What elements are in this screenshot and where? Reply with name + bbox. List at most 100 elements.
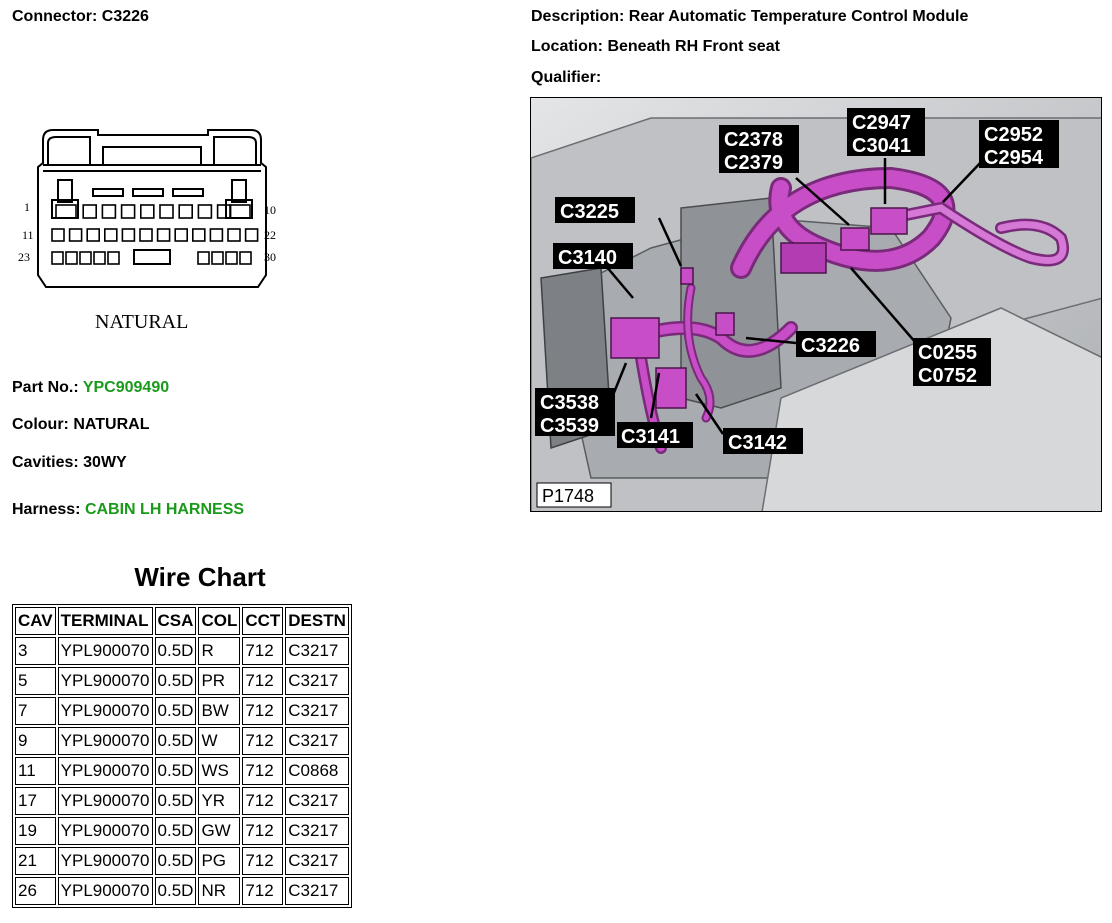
- table-cell-terminal: YPL900070: [57, 817, 153, 845]
- connector-label: Connector:: [12, 8, 98, 25]
- table-cell-destn: C3217: [285, 727, 349, 755]
- wiring-harness: [624, 166, 1069, 454]
- pin-label-23: 23: [18, 250, 30, 264]
- pin-label-1: 1: [24, 200, 30, 214]
- table-cell-col: BW: [198, 697, 241, 725]
- table-cell-cct: 712: [242, 637, 284, 665]
- table-cell-cct: 712: [242, 727, 284, 755]
- callout-c2379: C2379: [724, 152, 783, 174]
- location-field: Location: Beneath RH Front seat: [531, 38, 780, 56]
- table-cell-cav: 26: [15, 877, 56, 905]
- callout-c2954: C2954: [984, 147, 1044, 169]
- table-cell-cav: 21: [15, 847, 56, 875]
- table-cell-terminal: YPL900070: [57, 787, 153, 815]
- cavity: [93, 251, 106, 265]
- table-cell-col: YR: [198, 787, 241, 815]
- table-cell-terminal: YPL900070: [57, 877, 153, 905]
- table-cell-col: R: [198, 637, 241, 665]
- colour-field: Colour: NATURAL: [12, 416, 149, 434]
- pin-label-22: 22: [264, 228, 276, 242]
- table-cell-csa: 0.5D: [154, 667, 197, 695]
- wire-chart-title: Wire Chart: [134, 562, 266, 592]
- callout-c3140: C3140: [558, 247, 617, 269]
- table-cell-csa: 0.5D: [154, 817, 197, 845]
- cavity: [104, 228, 118, 242]
- table-cell-csa: 0.5D: [154, 787, 197, 815]
- table-cell-col: W: [198, 727, 241, 755]
- callout-c2952: C2952: [984, 124, 1043, 146]
- table-cell-csa: 0.5D: [154, 757, 197, 785]
- part-number-field: Part No.: YPC909490: [12, 379, 169, 397]
- cavity: [192, 228, 206, 242]
- cavity-row-1: [55, 204, 251, 219]
- cavity: [156, 228, 171, 242]
- harness-label: Harness:: [12, 501, 81, 518]
- table-cell-cav: 7: [15, 697, 56, 725]
- part-number-link[interactable]: YPC909490: [82, 379, 170, 396]
- table-cell-col: PR: [198, 667, 241, 695]
- callout-c3539: C3539: [540, 415, 599, 437]
- cavity: [68, 228, 83, 242]
- callout-arrows: [605, 158, 984, 435]
- harness-link[interactable]: CABIN LH HARNESS: [84, 501, 245, 518]
- description-field: Description: Rear Automatic Temperature …: [531, 8, 968, 26]
- cavity: [55, 204, 77, 219]
- table-cell-destn: C3217: [285, 697, 349, 725]
- table-cell-csa: 0.5D: [154, 697, 197, 725]
- callout-c3041: C3041: [852, 135, 911, 157]
- column-header-cct: CCT: [242, 607, 284, 635]
- table-cell-cav: 5: [15, 667, 56, 695]
- callout-c3225: C3225: [560, 201, 619, 223]
- table-cell-cav: 11: [15, 757, 56, 785]
- table-cell-destn: C3217: [285, 787, 349, 815]
- cavity: [121, 228, 136, 242]
- cavity: [86, 228, 100, 242]
- table-cell-cav: 17: [15, 787, 56, 815]
- table-cell-cav: 9: [15, 727, 56, 755]
- connector-field: Connector: C3226: [12, 8, 149, 26]
- callout-c2378: C2378: [724, 129, 783, 151]
- table-cell-csa: 0.5D: [154, 637, 197, 665]
- cavity: [107, 251, 120, 265]
- location-label: Location:: [531, 38, 603, 55]
- table-cell-destn: C3217: [285, 877, 349, 905]
- cavity: [211, 251, 224, 265]
- table-cell-csa: 0.5D: [154, 877, 197, 905]
- column-header-csa: CSA: [154, 607, 197, 635]
- cavity: [229, 204, 251, 219]
- description-value: Rear Automatic Temperature Control Modul…: [628, 8, 969, 25]
- cavity: [225, 251, 238, 265]
- cavity: [178, 204, 193, 219]
- table-cell-cct: 712: [242, 667, 284, 695]
- location-value: Beneath RH Front seat: [607, 38, 780, 55]
- cavity: [216, 204, 232, 219]
- callout-c0752: C0752: [918, 365, 977, 387]
- cavity: [197, 251, 210, 265]
- cavity: [51, 251, 64, 265]
- cavity: [244, 228, 259, 242]
- table-cell-col: PG: [198, 847, 241, 875]
- cavity: [209, 228, 224, 242]
- table-cell-cav: 19: [15, 817, 56, 845]
- qualifier-field: Qualifier:: [531, 69, 601, 87]
- column-header-destn: DESTN: [285, 607, 349, 635]
- colour-value: NATURAL: [73, 416, 150, 433]
- cavity: [159, 204, 174, 219]
- table-cell-cct: 712: [242, 697, 284, 725]
- table-cell-destn: C0868: [285, 757, 349, 785]
- pin-label-11: 11: [22, 228, 34, 242]
- table-cell-col: GW: [198, 817, 241, 845]
- table-cell-terminal: YPL900070: [57, 757, 153, 785]
- table-cell-terminal: YPL900070: [57, 727, 153, 755]
